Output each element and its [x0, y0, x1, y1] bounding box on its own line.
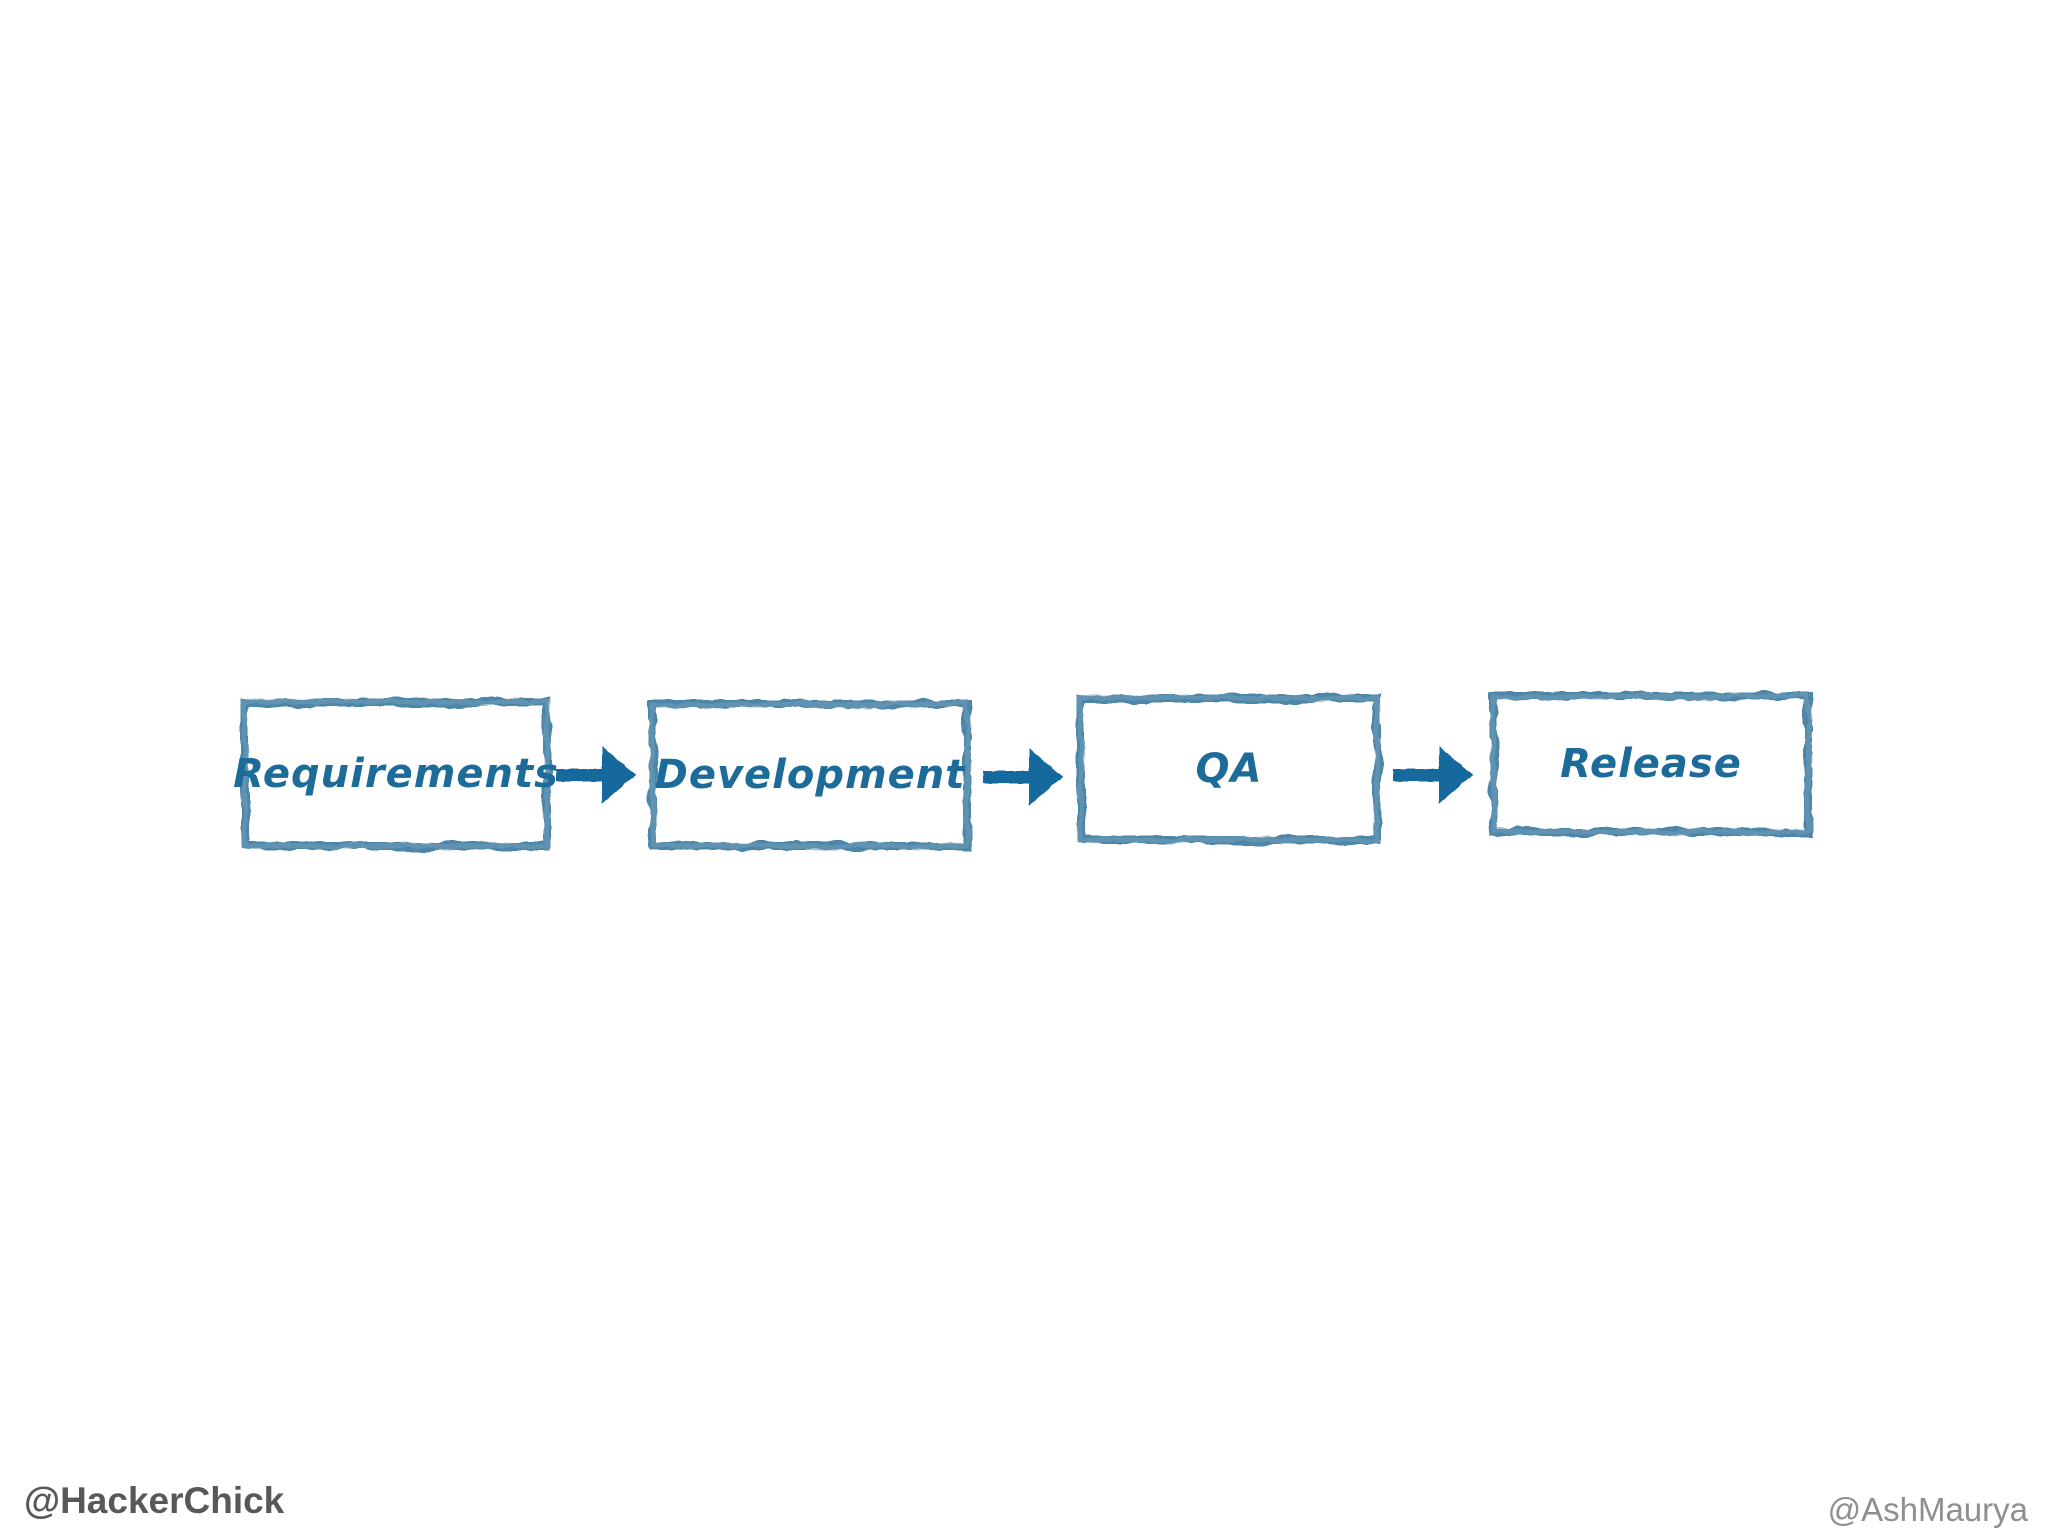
flow-arrow-icon: [1393, 746, 1473, 804]
stage-box-sketch: [649, 700, 971, 850]
credit-ashmaurya: @AshMaurya: [1827, 1491, 2028, 1528]
credit-hackerchick: @HackerChick: [24, 1480, 285, 1521]
flow-stage-qa: QA: [1073, 690, 1385, 848]
stage-box-sketch: [241, 698, 551, 850]
stage-label: QA: [1195, 746, 1263, 792]
flow-stage-development: Development: [645, 696, 975, 854]
flow-arrow-icon: [983, 748, 1063, 806]
flow-stage-release: Release: [1486, 688, 1816, 840]
stage-label: Requirements: [233, 751, 559, 797]
flow-stage-requirements: Requirements: [233, 694, 559, 854]
stage-box-sketch: [1490, 692, 1812, 836]
stage-label: Release: [1560, 741, 1742, 787]
flow-arrow-icon: [556, 746, 636, 804]
stage-box-sketch: [1077, 694, 1381, 844]
stage-label: Development: [654, 752, 966, 798]
